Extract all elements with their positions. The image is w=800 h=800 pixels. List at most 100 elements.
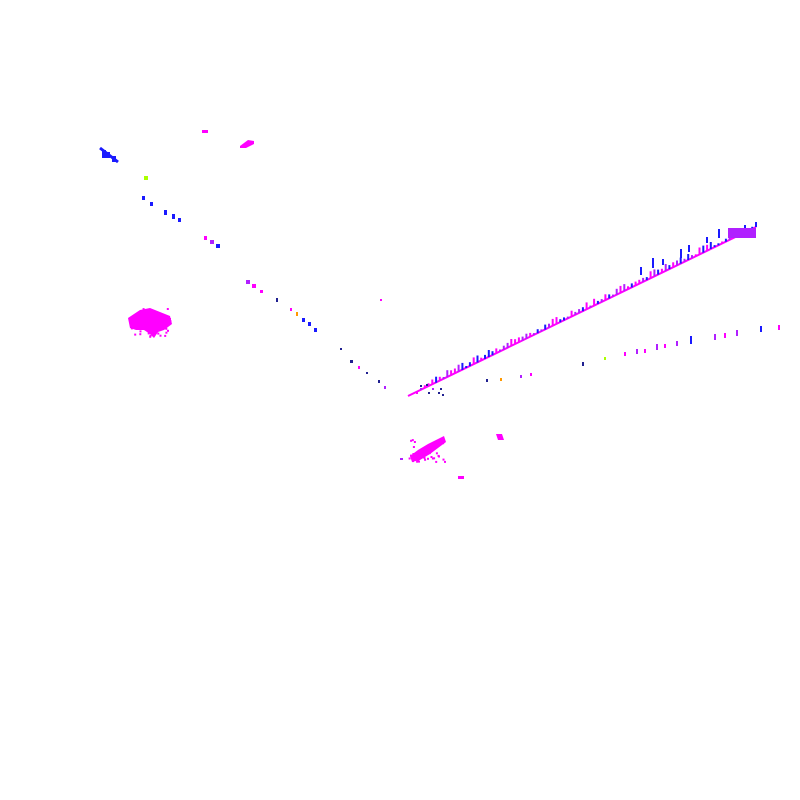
scan-point-right [649, 271, 652, 279]
cluster-bottom-point [433, 457, 436, 460]
scan-point-right [427, 383, 430, 387]
scan-point-right [615, 288, 618, 295]
scan-point-left [358, 366, 360, 369]
cluster-left-point [166, 308, 169, 310]
scan-point-right [461, 362, 464, 370]
scan-point-left [308, 322, 311, 326]
scan-point-right [517, 337, 520, 343]
scan-point-right-secondary [604, 357, 606, 360]
cluster-bottom-point [413, 441, 416, 443]
cluster-bottom-point [416, 452, 419, 455]
scan-point-right [551, 318, 554, 326]
scan-point-right [476, 355, 479, 363]
scan-point-right-secondary [486, 379, 488, 382]
scan-point-right-secondary [656, 344, 658, 350]
scan-point-right [721, 241, 724, 244]
scan-point-right [657, 269, 660, 275]
cluster-bottom-point [435, 460, 438, 463]
scan-point-right [532, 333, 535, 336]
cluster-left-point [160, 320, 163, 323]
stray-point [380, 299, 382, 301]
scan-point-left [246, 280, 250, 284]
cluster-left-point [157, 332, 160, 335]
scan-point-right [612, 294, 614, 297]
cluster-left-point [162, 317, 165, 320]
scan-point-right [653, 269, 656, 277]
cluster-left-point [169, 318, 171, 320]
scan-point-right [453, 368, 456, 374]
scan-point-right [627, 286, 629, 290]
cluster-left-point [133, 314, 136, 317]
scan-point-right [713, 245, 716, 248]
scan-point-right-secondary [690, 336, 692, 344]
cluster-bottom-point [412, 453, 415, 455]
cluster-left-point [133, 317, 136, 320]
scan-point-right [510, 339, 513, 346]
cluster-bottom-point [434, 442, 437, 445]
scan-point-right [468, 362, 471, 367]
scan-point-right [691, 255, 693, 259]
scan-point-right [751, 226, 754, 229]
scan-point-right [559, 319, 562, 323]
scan-point-right [608, 294, 611, 299]
cluster-left-point [158, 326, 161, 329]
point-cloud-marks [99, 130, 780, 479]
cluster-bottom-point [431, 443, 434, 446]
scan-point-right [642, 277, 645, 282]
scan-point-right [570, 310, 573, 317]
scan-point-right-secondary [736, 330, 738, 336]
scan-point-right [514, 339, 517, 345]
scan-point-right [664, 264, 667, 271]
scan-point-right [679, 257, 682, 264]
scan-point-right-secondary [760, 326, 762, 332]
origin-point [428, 392, 430, 394]
cluster-left-point [161, 313, 164, 316]
scan-point-left [164, 210, 167, 215]
cluster-bottom-point [418, 460, 420, 463]
cluster-bottom-point [410, 439, 413, 442]
cluster-left-point [169, 320, 172, 323]
scan-point-right [423, 385, 426, 389]
cluster-left-point [142, 308, 145, 311]
scan-point-right [668, 265, 671, 270]
scan-point-left [296, 312, 298, 316]
blob-bottom-right [496, 434, 504, 440]
cluster-bottom-point [427, 457, 429, 460]
cluster-left-point [165, 327, 168, 330]
cluster-left-point [158, 323, 161, 325]
scan-point-right [672, 262, 675, 268]
scan-point-right-secondary [664, 344, 666, 348]
scan-point-right [499, 349, 501, 352]
scan-point-right [683, 258, 686, 262]
scan-point-left [276, 298, 278, 302]
cluster-bottom-point [442, 442, 445, 445]
scan-point-right-blue [706, 237, 708, 243]
cluster-left-point [159, 334, 162, 337]
scan-point-right [438, 376, 441, 381]
scan-point-right [645, 277, 648, 281]
scan-point-right [630, 283, 633, 288]
scan-point-left [150, 202, 153, 206]
scan-point-right [484, 354, 486, 359]
cluster-bottom-point [430, 444, 433, 446]
scan-point-right [578, 309, 581, 314]
cluster-left-point [130, 327, 133, 330]
scan-point-right-secondary [582, 362, 584, 366]
scan-point-right-secondary [676, 341, 678, 346]
scan-point-right [634, 281, 637, 286]
blob-top-small [202, 130, 208, 133]
scan-point-right [502, 345, 505, 350]
scan-point-right [702, 245, 705, 253]
scan-point-left [204, 236, 207, 240]
origin-point [432, 388, 434, 390]
cluster-bottom-point [444, 460, 446, 463]
scan-point-left [378, 380, 380, 383]
cluster-bottom-point [411, 439, 414, 442]
scan-point-right [544, 324, 547, 330]
scan-point-right [709, 242, 712, 249]
scan-point-right [457, 364, 460, 372]
scan-point-right-blue [662, 259, 664, 265]
scan-segment-left [99, 146, 119, 164]
